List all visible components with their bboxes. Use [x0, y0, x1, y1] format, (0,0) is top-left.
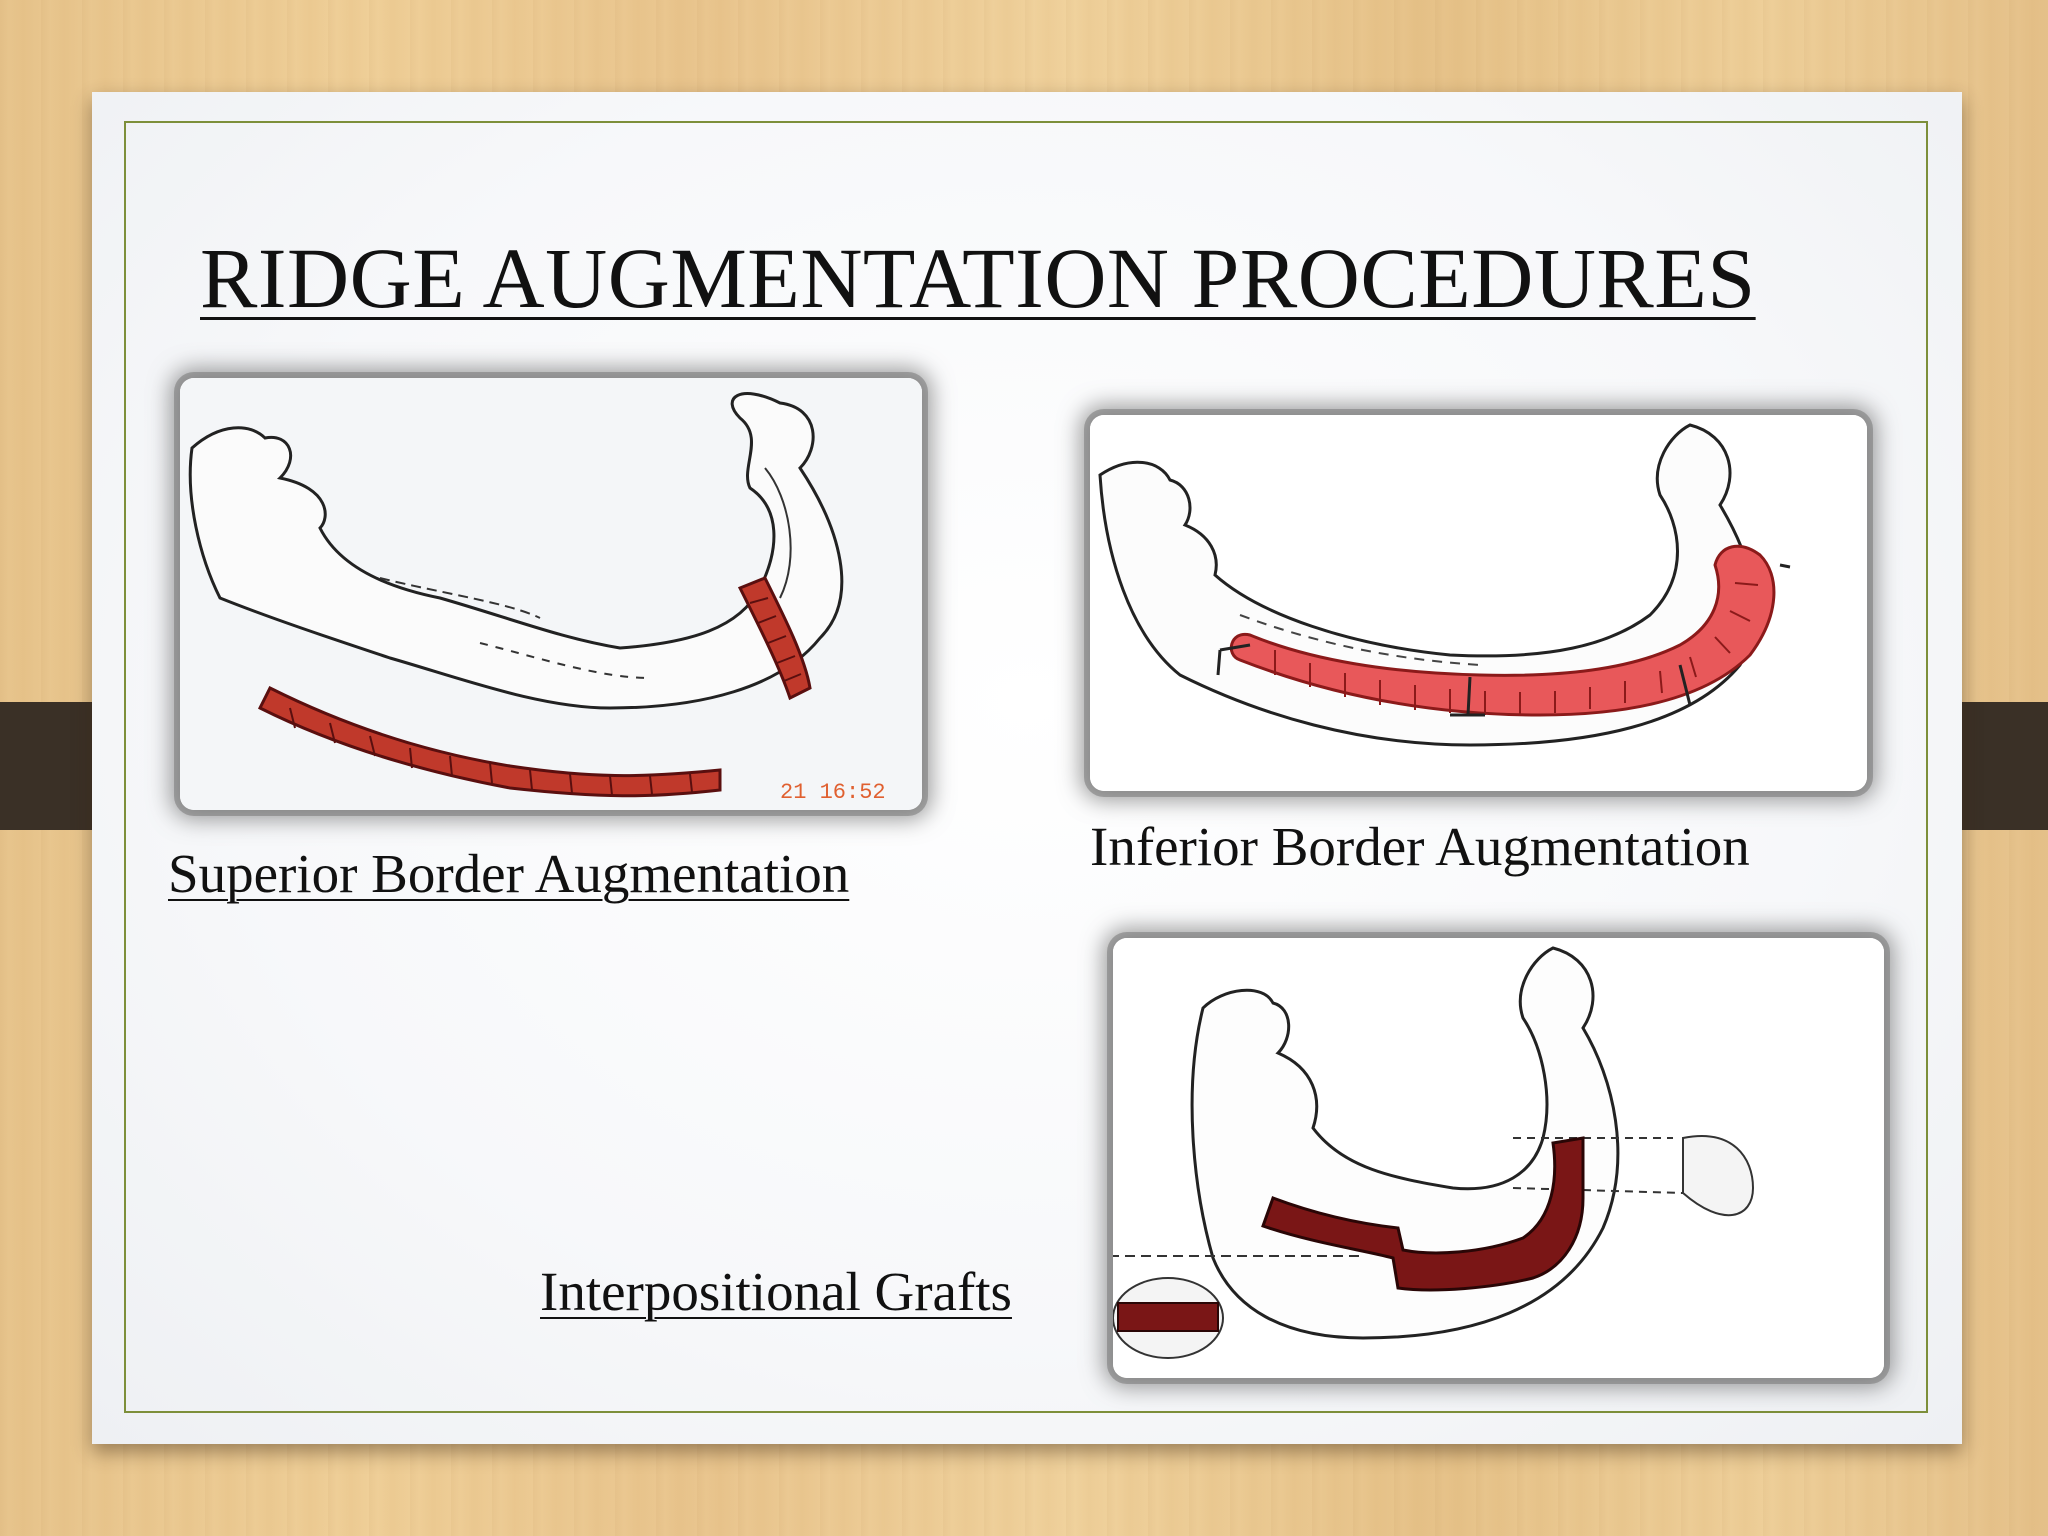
caption-superior-border: Superior Border Augmentation — [168, 843, 850, 904]
graft-block-right — [1682, 1135, 1755, 1217]
inferior-border-illustration — [1090, 415, 1867, 791]
photo-timestamp: 21 16:52 — [780, 780, 886, 805]
superior-graft-lower — [257, 685, 722, 798]
interpositional-illustration — [1113, 938, 1884, 1378]
caption-inferior-border: Inferior Border Augmentation — [1090, 816, 1750, 877]
superior-graft-upper — [737, 576, 812, 701]
interpositional-graft-in-place — [1261, 1136, 1585, 1292]
superior-border-illustration: 21 16:52 — [180, 378, 922, 810]
slide-border-frame — [124, 121, 1928, 1413]
graft-block-left — [1113, 1277, 1224, 1359]
slide-title: RIDGE AUGMENTATION PROCEDURES — [200, 230, 1756, 326]
inferior-graft — [1229, 544, 1776, 717]
caption-interpositional-grafts: Interpositional Grafts — [540, 1261, 1012, 1322]
